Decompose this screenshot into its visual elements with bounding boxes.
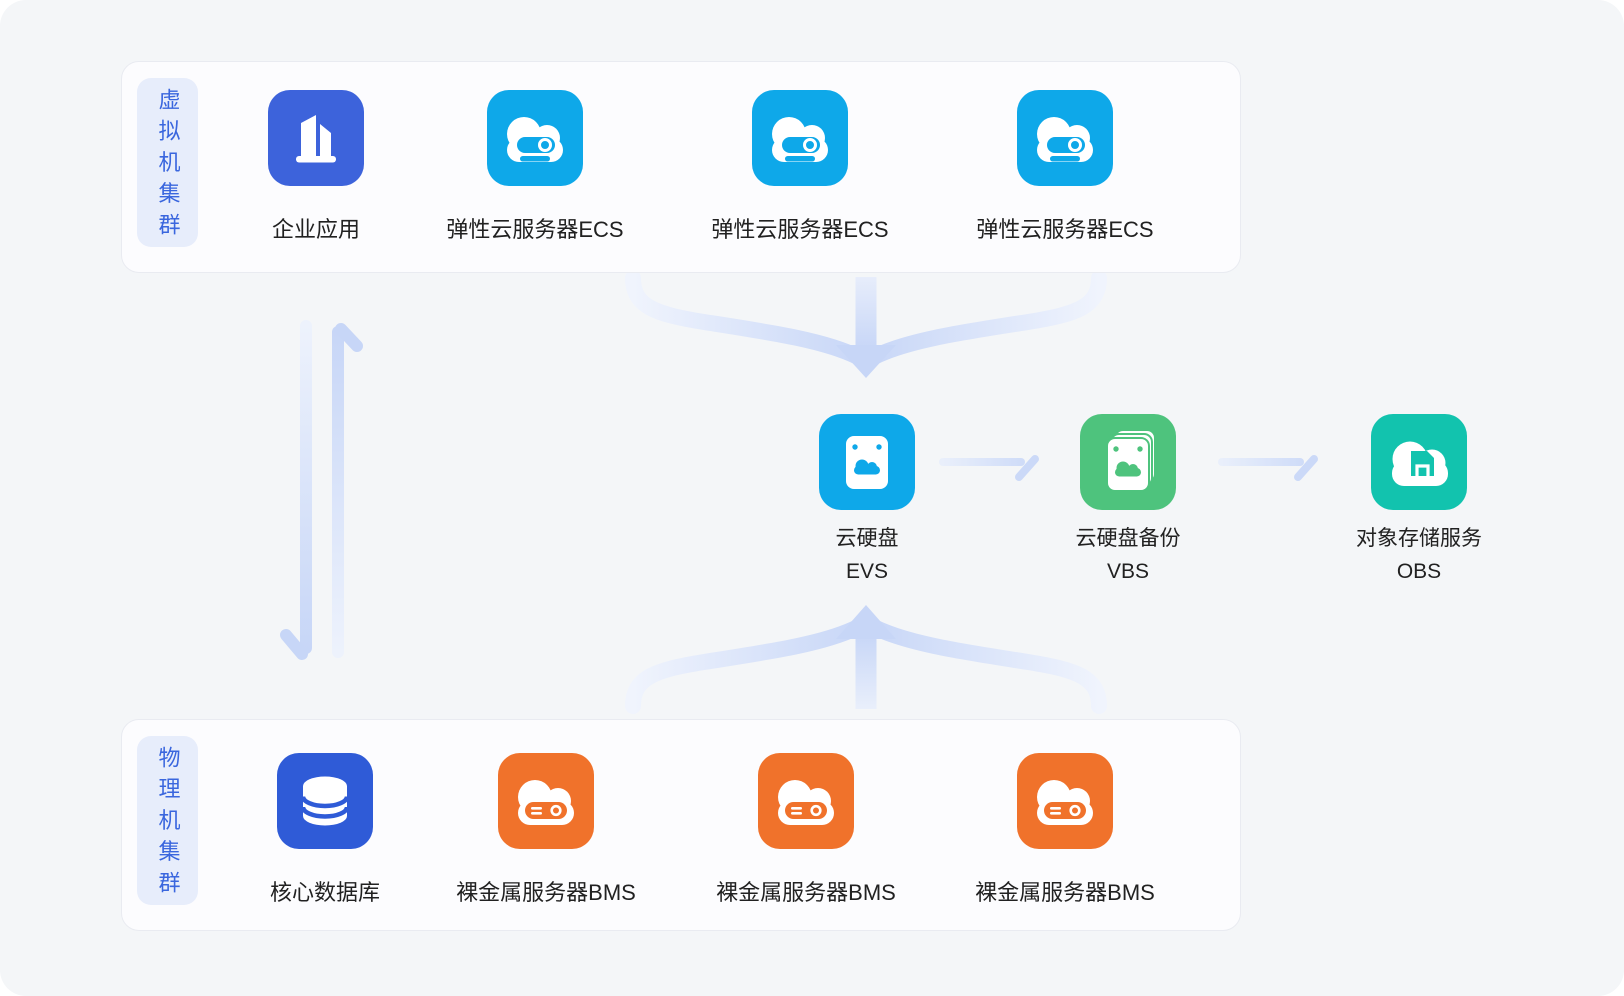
node-label: 裸金属服务器BMS: [975, 880, 1155, 905]
service-name: 云硬盘: [835, 527, 899, 550]
service-name: 云硬盘备份: [1075, 527, 1181, 550]
node-bms-1: 裸金属服务器BMS: [426, 753, 666, 907]
node-ecs-3: 弹性云服务器ECS: [945, 90, 1185, 244]
node-label: 弹性云服务器ECS: [446, 217, 624, 242]
bms-converge-arrow: [625, 605, 1107, 714]
node-label: 裸金属服务器BMS: [456, 880, 636, 905]
down-flow-arrow: [280, 320, 312, 660]
up-flow-arrow: [332, 323, 363, 658]
node-vbs: 云硬盘备份 VBS: [1008, 414, 1248, 584]
service-code: VBS: [1106, 560, 1150, 583]
node-evs: 云硬盘 EVS: [747, 414, 987, 584]
ecs-icon: [1017, 90, 1113, 186]
bms-icon: [758, 753, 854, 849]
node-ecs-2: 弹性云服务器ECS: [680, 90, 920, 244]
node-bms-2: 裸金属服务器BMS: [686, 753, 926, 907]
obs-storage-icon: [1371, 414, 1467, 510]
ecs-icon: [487, 90, 583, 186]
node-enterprise-app: 企业应用: [196, 90, 436, 244]
bms-icon: [498, 753, 594, 849]
vm-cluster-label: 虚拟机集群: [155, 88, 181, 245]
vbs-backup-icon: [1080, 414, 1176, 510]
enterprise-app-icon: [268, 90, 364, 186]
database-icon: [277, 753, 373, 849]
node-ecs-1: 弹性云服务器ECS: [415, 90, 655, 244]
node-core-database: 核心数据库: [205, 753, 445, 907]
bms-icon: [1017, 753, 1113, 849]
node-label: 裸金属服务器BMS: [716, 880, 896, 905]
service-code: OBS: [1396, 560, 1442, 583]
node-label: 核心数据库: [269, 880, 380, 905]
evs-disk-icon: [819, 414, 915, 510]
node-label: 弹性云服务器ECS: [976, 217, 1154, 242]
ecs-converge-arrow: [625, 270, 1107, 378]
node-label: 企业应用: [271, 217, 360, 242]
ecs-icon: [752, 90, 848, 186]
node-obs: 对象存储服务 OBS: [1299, 414, 1539, 584]
vm-cluster-label-pill: 虚拟机集群: [137, 78, 198, 247]
node-label: 弹性云服务器ECS: [711, 217, 889, 242]
service-code: EVS: [845, 560, 889, 583]
node-bms-3: 裸金属服务器BMS: [945, 753, 1185, 907]
service-name: 对象存储服务: [1356, 527, 1482, 550]
physical-cluster-label-pill: 物理机集群: [137, 736, 198, 905]
physical-cluster-label: 物理机集群: [155, 746, 181, 903]
